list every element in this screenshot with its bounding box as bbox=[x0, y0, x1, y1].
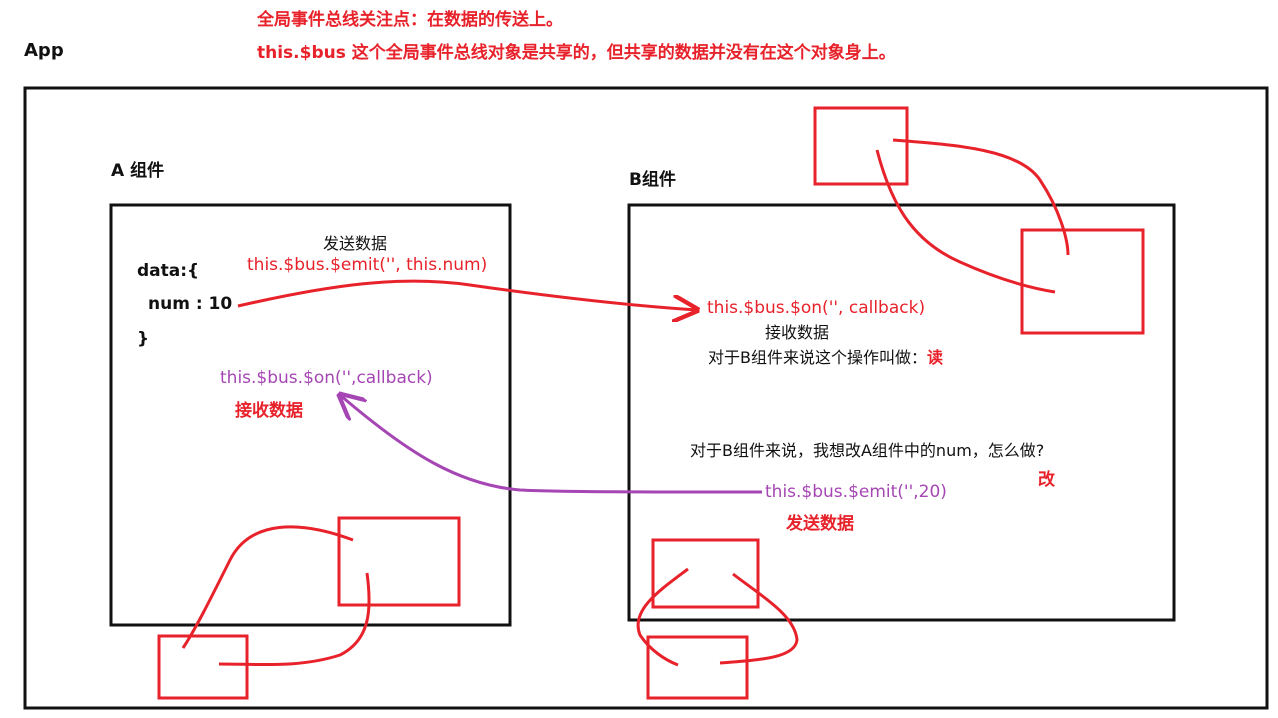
decor-scribble bbox=[218, 572, 371, 667]
b-send-label: 发送数据 bbox=[786, 514, 854, 534]
decor-square bbox=[813, 106, 909, 186]
decor-scribble bbox=[636, 567, 689, 667]
header-line-2: this.$bus 这个全局事件总线对象是共享的，但共享的数据并没有在这个对象身… bbox=[257, 43, 896, 63]
component-b-title: B组件 bbox=[629, 170, 676, 190]
b-emit-code: this.$bus.$emit('',20) bbox=[765, 482, 947, 502]
data-close: } bbox=[137, 329, 150, 349]
b-modify-word: 改 bbox=[1038, 470, 1055, 490]
a-on-code: this.$bus.$on('',callback) bbox=[220, 368, 433, 388]
decor-square bbox=[651, 538, 760, 609]
emit-arrow-a-to-b bbox=[237, 279, 697, 310]
decor-square bbox=[157, 634, 249, 700]
data-num: num : 10 bbox=[148, 294, 233, 314]
app-label: App bbox=[24, 40, 64, 61]
decor-scribble bbox=[875, 149, 1056, 294]
b-question: 对于B组件来说，我想改A组件中的num，怎么做? bbox=[690, 441, 1045, 460]
component-a-box bbox=[109, 203, 512, 627]
decor-scribble bbox=[892, 138, 1070, 256]
a-receive-label: 接收数据 bbox=[235, 401, 303, 421]
emit-arrow-b-to-a bbox=[340, 395, 763, 494]
b-read-word: 读 bbox=[926, 348, 943, 367]
app-container bbox=[23, 86, 1269, 710]
decor-square bbox=[337, 516, 461, 607]
decor-scribble bbox=[719, 572, 799, 665]
b-on-code: this.$bus.$on('', callback) bbox=[707, 298, 926, 318]
b-read-note-line: 对于B组件来说这个操作叫做：读 bbox=[708, 350, 943, 366]
component-a-title: A 组件 bbox=[111, 161, 165, 181]
data-open: data:{ bbox=[137, 261, 200, 281]
decor-square bbox=[1020, 228, 1145, 335]
header-line-1: 全局事件总线关注点：在数据的传送上。 bbox=[257, 10, 563, 30]
a-send-label: 发送数据 bbox=[323, 234, 388, 253]
decor-square bbox=[646, 635, 749, 700]
a-emit-code: this.$bus.$emit('', this.num) bbox=[247, 255, 488, 275]
b-receive-label: 接收数据 bbox=[765, 323, 830, 342]
component-b-box bbox=[627, 203, 1176, 622]
decor-scribble bbox=[181, 525, 354, 649]
b-read-note: 对于B组件来说这个操作叫做： bbox=[708, 348, 927, 367]
